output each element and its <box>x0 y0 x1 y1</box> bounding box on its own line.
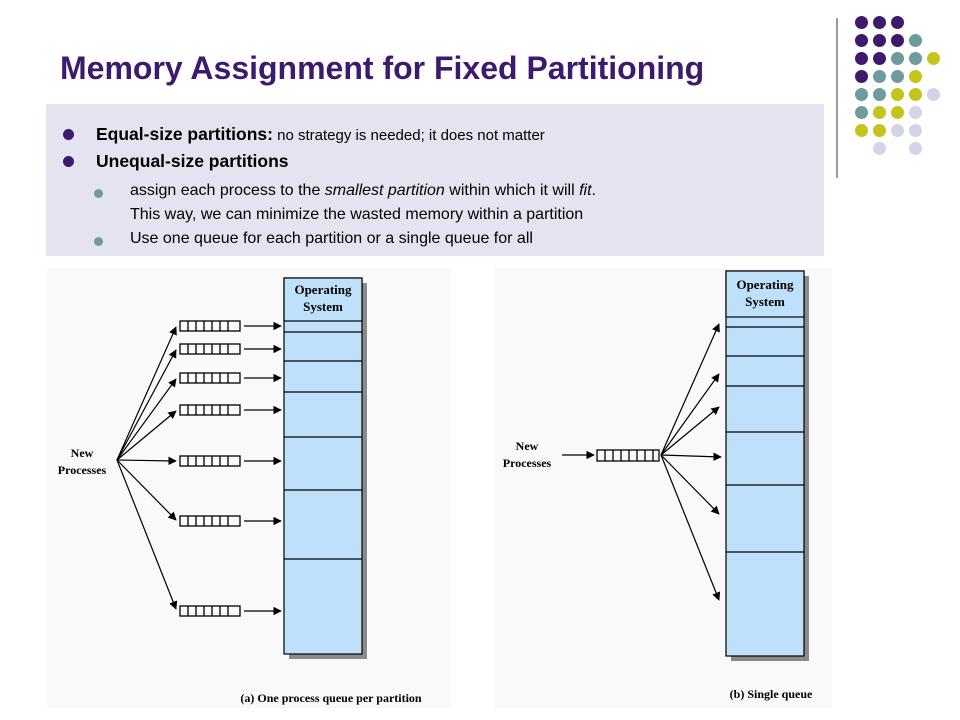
queue <box>179 404 241 416</box>
os-label: System <box>303 299 343 314</box>
bullet-bold: Unequal-size partitions <box>96 151 289 171</box>
memory-column <box>725 270 805 657</box>
sub-bullet-queue: Use one queue for each partition or a si… <box>130 230 533 247</box>
sub-bullet-dot <box>94 237 103 246</box>
decor-dot <box>855 70 868 83</box>
os-label: Operating <box>736 277 794 292</box>
decor-dot <box>873 16 886 29</box>
diagram-a: Operating System New Processes <box>47 268 451 708</box>
bullet-text: no strategy is needed; it does not matte… <box>272 127 545 144</box>
decor-dot <box>855 88 868 101</box>
decor-dot <box>873 88 886 101</box>
memory-column <box>283 277 363 655</box>
decor-dot <box>909 52 922 65</box>
decor-dot <box>927 88 940 101</box>
bullet-dot <box>63 156 74 167</box>
queue <box>179 320 241 332</box>
decor-dot <box>873 142 886 155</box>
new-processes-label: Processes <box>503 456 552 470</box>
bullet-equal-size: Equal-size partitions: no strategy is ne… <box>96 124 545 145</box>
sub-bullet-emphasis: fit <box>579 182 592 199</box>
new-processes-label: New <box>71 446 94 460</box>
diagram-a-caption: (a) One process queue per partition <box>240 691 422 705</box>
slide-title: Memory Assignment for Fixed Partitioning <box>60 50 705 86</box>
decor-dot <box>873 34 886 47</box>
os-partition <box>725 270 805 318</box>
decor-dot <box>891 106 904 119</box>
decor-dot <box>873 124 886 137</box>
decor-dot <box>891 34 904 47</box>
queue <box>179 455 241 467</box>
single-queue <box>596 449 660 462</box>
decor-dot <box>855 52 868 65</box>
decor-dot <box>909 124 922 137</box>
diagram-b: Operating System New Processes (b) Singl… <box>494 268 832 708</box>
decor-dot <box>927 52 940 65</box>
sub-bullet-text: assign each process to the <box>130 182 325 199</box>
decor-dot <box>873 70 886 83</box>
os-label: Operating <box>294 282 352 297</box>
queue-to-partition-arrows <box>244 321 282 616</box>
queue <box>179 515 241 527</box>
vertical-divider <box>836 18 838 178</box>
bullet-dot <box>63 129 74 140</box>
decor-dot <box>891 88 904 101</box>
os-label: System <box>745 294 785 309</box>
sub-bullet-continuation: This way, we can minimize the wasted mem… <box>130 206 584 223</box>
diagram-b-caption: (b) Single queue <box>730 687 813 701</box>
queue <box>179 605 241 617</box>
queue <box>179 372 241 384</box>
decor-dot <box>909 34 922 47</box>
decor-dot <box>873 106 886 119</box>
decor-dot <box>855 124 868 137</box>
os-partition <box>283 277 363 322</box>
new-processes-label: New <box>516 439 539 453</box>
decor-dot <box>909 88 922 101</box>
diagram-a-background <box>47 268 451 708</box>
decor-dot <box>891 16 904 29</box>
decor-dot <box>909 106 922 119</box>
decor-dot <box>891 52 904 65</box>
sub-bullet-emphasis: smallest partition <box>324 182 445 199</box>
sub-bullet-text: within which it will <box>444 182 580 199</box>
queue <box>179 343 241 355</box>
fan-out-arrows <box>660 323 722 601</box>
sub-bullet-text: . <box>591 182 596 199</box>
bullet-unequal-size: Unequal-size partitions <box>96 151 289 172</box>
decor-dot <box>855 34 868 47</box>
decor-dot <box>891 124 904 137</box>
sub-bullet-assign: assign each process to the smallest part… <box>130 182 596 200</box>
fan-out-arrows <box>116 326 178 610</box>
decor-dot <box>873 52 886 65</box>
bullet-panel <box>46 104 824 256</box>
decor-dot <box>855 16 868 29</box>
bullet-bold: Equal-size partitions: <box>96 124 273 144</box>
new-processes-label: Processes <box>58 463 107 477</box>
decor-dot <box>855 106 868 119</box>
decor-dot <box>891 70 904 83</box>
sub-bullet-dot <box>94 189 103 198</box>
decor-dot <box>909 142 922 155</box>
decor-dot <box>909 70 922 83</box>
